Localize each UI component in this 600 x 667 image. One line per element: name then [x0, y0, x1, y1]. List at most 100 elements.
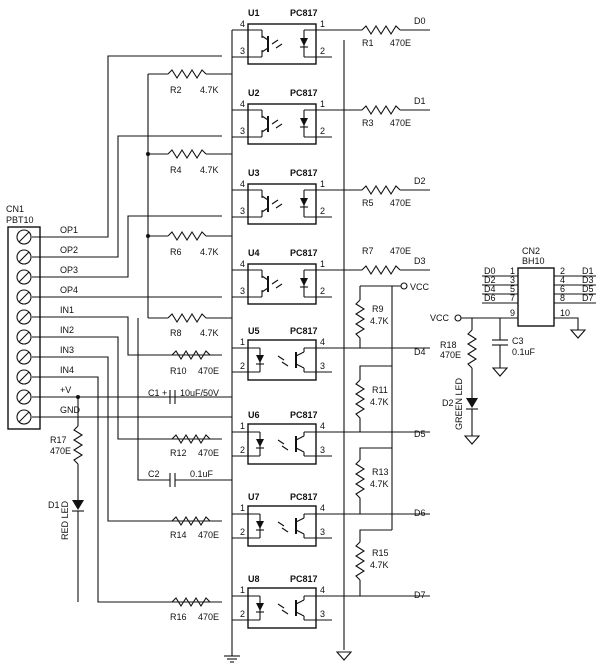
r15-value: 4.7K [370, 560, 389, 570]
cn1-pin-in4: IN4 [60, 365, 74, 375]
u3-pin3: 3 [240, 206, 245, 216]
u2-pin2: 2 [320, 126, 325, 136]
c2-ref: C2 [148, 469, 160, 479]
input-pullups: R2 4.7K R4 4.7K R6 4.7K R8 4.7K [148, 69, 232, 338]
u1-part: PC817 [290, 8, 318, 18]
u4-pin2: 2 [320, 286, 325, 296]
cn2-pin7: 7 [510, 293, 515, 303]
cn1-pin-in2: IN2 [60, 325, 74, 335]
r11-ref: R11 [372, 385, 388, 395]
r15-ref: R15 [372, 548, 389, 558]
cn2-pin8: 8 [560, 293, 565, 303]
c1-polarity: + [162, 388, 167, 398]
d2-ref: D2 [442, 398, 454, 408]
r3-ref: R3 [362, 118, 374, 128]
r17-value: 470E [50, 446, 71, 456]
cn2-left-d6: D6 [484, 293, 496, 303]
cn1-screw-terminals [16, 229, 32, 425]
connector-cn2: CN2 BH10 D0 D2 D4 D6 1 3 5 7 9 2 4 6 8 1… [482, 246, 596, 339]
u5-pin3: 3 [320, 361, 325, 371]
r1-ref: R1 [362, 38, 374, 48]
u3-pin1: 1 [320, 179, 325, 189]
r5-ref: R5 [362, 198, 374, 208]
opto-u8: U8 PC817 1 2 4 3 [231, 574, 333, 629]
output-data-lines: D4 D5 D6 D7 [332, 347, 430, 600]
cn2-right-d1: D1 [582, 266, 594, 276]
cn1-wires [32, 55, 232, 603]
output-pullups: VCC R9 4.7K R11 4.7K R13 4.7K R15 4.7K [355, 282, 430, 596]
cn1-pin-op1: OP1 [60, 225, 78, 235]
vcc-label-main: VCC [410, 282, 430, 292]
r10-ref: R10 [170, 366, 187, 376]
cn1-value: PBT10 [6, 215, 34, 225]
vcc-label-cn2: VCC [430, 313, 450, 323]
u7-pin3: 3 [320, 527, 325, 537]
u4-part: PC817 [290, 248, 318, 258]
u6-pin1: 1 [240, 421, 245, 431]
u4-pin3: 3 [240, 286, 245, 296]
net-d7: D7 [414, 590, 426, 600]
cn1-pin-vplus: +V [60, 385, 71, 395]
r12-ref: R12 [170, 448, 187, 458]
r6-value: 4.7K [200, 247, 219, 257]
u1-pin1: 1 [320, 19, 325, 29]
cn2-pin1: 1 [510, 266, 515, 276]
r14-ref: R14 [170, 530, 187, 540]
u5-pin1: 1 [240, 337, 245, 347]
u2-pin3: 3 [240, 126, 245, 136]
u8-ref: U8 [248, 574, 260, 584]
opto-u1: U1 PC817 4 3 1 2 [231, 8, 333, 65]
power-indicator-green: VCC R18 470E D2 GREEN LED C3 0.1uF [430, 313, 536, 445]
cn2-value: BH10 [522, 256, 545, 266]
u1-pin3: 3 [240, 46, 245, 56]
u2-pin4: 4 [240, 99, 245, 109]
r18-ref: R18 [440, 340, 457, 350]
cn2-pin3: 3 [510, 275, 515, 285]
opto-u7: U7 PC817 1 2 4 3 [231, 492, 333, 547]
r16-value: 470E [198, 612, 219, 622]
c3-value: 0.1uF [512, 347, 536, 357]
cn2-pin5: 5 [510, 284, 515, 294]
capacitor-c1: C1 + 10uF/50V [148, 388, 219, 404]
cn1-pin-op4: OP4 [60, 285, 78, 295]
u5-pin4: 4 [320, 337, 325, 347]
power-indicator-red: R17 470E D1 RED LED [48, 395, 84, 602]
cn1-pin-labels: OP1 OP2 OP3 OP4 IN1 IN2 IN3 IN4 +V GND [60, 225, 81, 415]
u2-pin1: 1 [320, 99, 325, 109]
u4-ref: U4 [248, 248, 260, 258]
u5-part: PC817 [290, 326, 318, 336]
r9-value: 4.7K [370, 316, 389, 326]
u6-pin3: 3 [320, 445, 325, 455]
r16-ref: R16 [170, 612, 187, 622]
net-d2: D2 [414, 176, 426, 186]
r2-ref: R2 [170, 85, 182, 95]
u5-ref: U5 [248, 326, 260, 336]
r7-value: 470E [390, 246, 411, 256]
u3-part: PC817 [290, 168, 318, 178]
d2-label: GREEN LED [454, 377, 464, 430]
r13-value: 4.7K [370, 479, 389, 489]
u3-ref: U3 [248, 168, 260, 178]
c2-value: 0.1uF [190, 469, 214, 479]
u8-pin1: 1 [240, 585, 245, 595]
opto-u3: U3 PC817 4 3 1 2 [231, 168, 333, 225]
r10-value: 470E [198, 366, 219, 376]
cn1-pin-gnd: GND [60, 405, 81, 415]
cn2-right-d5: D5 [582, 284, 594, 294]
cn2-right-d7: D7 [582, 293, 594, 303]
r8-value: 4.7K [200, 328, 219, 338]
u4-pin4: 4 [240, 259, 245, 269]
u7-part: PC817 [290, 492, 318, 502]
u7-ref: U7 [248, 492, 260, 502]
cn2-left-d4: D4 [484, 284, 496, 294]
cn1-pin-op2: OP2 [60, 245, 78, 255]
opto-u2: U2 PC817 4 3 1 2 [231, 88, 333, 145]
c1-value: 10uF/50V [180, 388, 219, 398]
u6-ref: U6 [248, 410, 260, 420]
net-d5: D5 [414, 429, 426, 439]
r9-ref: R9 [372, 304, 384, 314]
u1-ref: U1 [248, 8, 260, 18]
cn2-ref: CN2 [522, 246, 540, 256]
r5-value: 470E [390, 198, 411, 208]
